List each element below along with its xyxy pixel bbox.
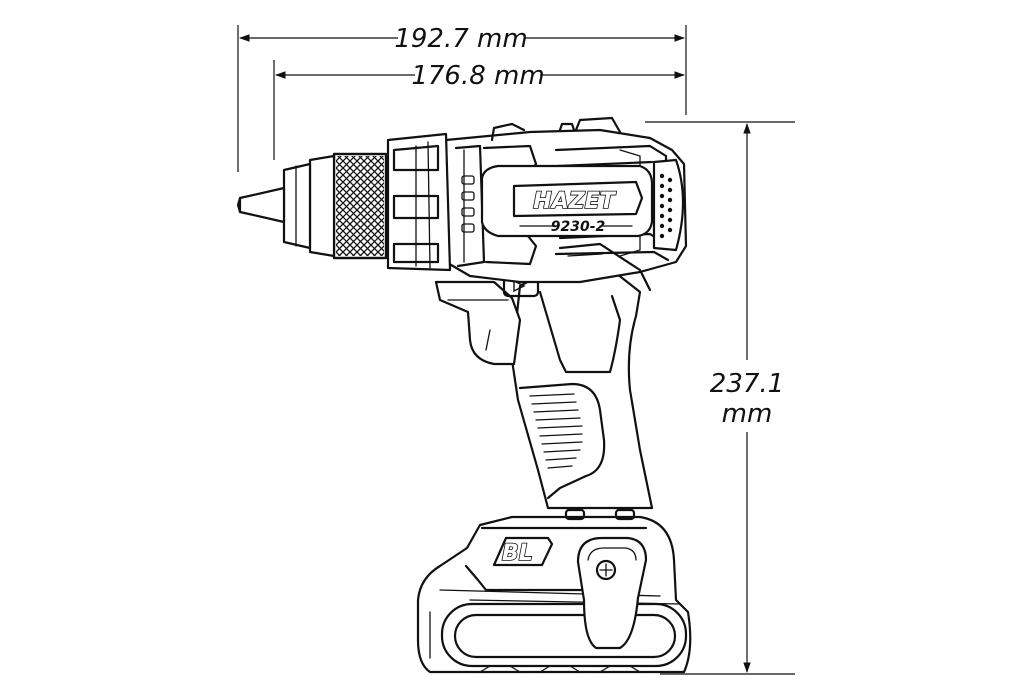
clutch-collar [386, 132, 452, 272]
body-length-label: 176.8 mm [411, 61, 544, 91]
dimension-overall-length: 192.7 mm [237, 24, 687, 172]
battery-pack: BL [416, 508, 692, 674]
rear-vent-dots [659, 173, 673, 239]
bl-badge-text: BL [502, 541, 533, 566]
handle [510, 262, 654, 510]
height-unit-label: mm [722, 399, 773, 429]
height-value-label: 237.1 [710, 369, 784, 399]
dimension-height: 237.1 mm [645, 121, 795, 675]
model-number-text: 9230-2 [551, 219, 606, 235]
dimension-body-length: 176.8 mm [273, 60, 686, 160]
knurled-sleeve [336, 156, 384, 256]
chuck [282, 152, 388, 260]
brand-logo-text: HAZET [533, 189, 616, 214]
overall-length-label: 192.7 mm [394, 24, 527, 54]
grip-ribs [529, 393, 583, 469]
bl-badge: BL [492, 536, 554, 567]
trigger [434, 274, 540, 366]
drill-tip [236, 186, 286, 224]
motor-housing: HAZET 9230-2 [444, 116, 688, 292]
